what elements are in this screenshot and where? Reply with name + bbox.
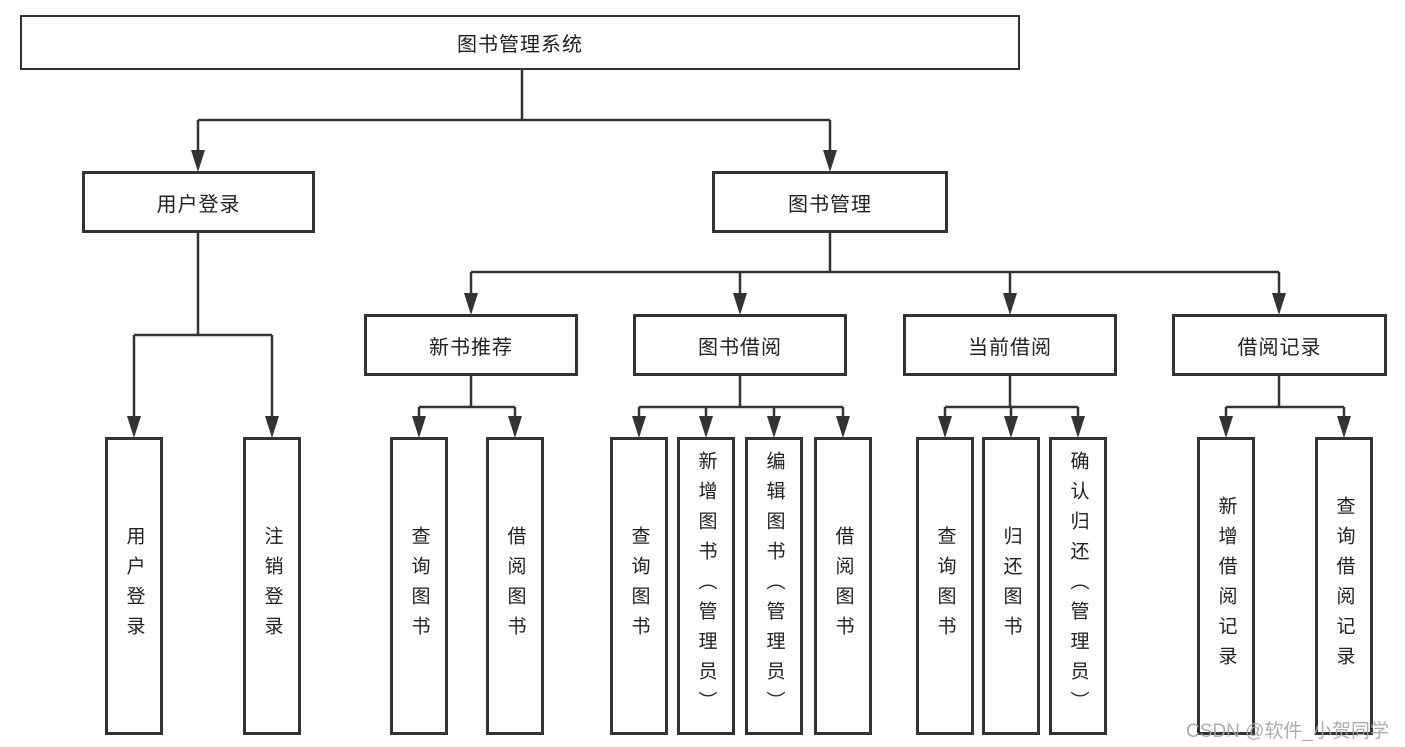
leaf-query-books-3: 查询图书 — [916, 437, 974, 735]
connector-borrowrecords-to-leaves — [1219, 376, 1351, 438]
arrowhead — [1003, 293, 1017, 315]
node-label: 图书借阅 — [698, 336, 782, 359]
node-label: 当前借阅 — [968, 336, 1052, 359]
node-new-book-recommend: 新书推荐 — [364, 314, 578, 376]
arrowhead — [412, 416, 426, 438]
node-book-borrow: 图书借阅 — [633, 314, 847, 376]
connector-root-to-level1 — [191, 70, 837, 172]
leaf-confirm-return-admin: 确认归还（管理员） — [1049, 437, 1107, 735]
node-book-management: 图书管理 — [712, 171, 948, 233]
leaf-label: 查询图书 — [408, 526, 430, 646]
leaf-label: 新增图书（管理员） — [695, 451, 717, 721]
arrowhead — [265, 416, 279, 438]
node-current-borrow: 当前借阅 — [903, 314, 1117, 376]
node-root-system: 图书管理系统 — [20, 15, 1020, 70]
arrowhead — [1004, 416, 1018, 438]
leaf-label: 借阅图书 — [504, 526, 526, 646]
arrowhead — [938, 416, 952, 438]
leaf-add-books-admin: 新增图书（管理员） — [677, 437, 735, 735]
connector-bookmgmt-to-level2 — [464, 233, 1286, 315]
leaf-label: 确认归还（管理员） — [1067, 451, 1089, 721]
arrowhead — [1071, 416, 1085, 438]
leaf-query-books-2: 查询图书 — [610, 437, 668, 735]
leaf-logout: 注销登录 — [243, 437, 301, 735]
arrowhead — [1337, 416, 1351, 438]
leaf-edit-books-admin: 编辑图书（管理员） — [745, 437, 803, 735]
leaf-label: 查询图书 — [628, 526, 650, 646]
leaf-label: 借阅图书 — [832, 526, 854, 646]
leaf-query-books-1: 查询图书 — [390, 437, 448, 735]
arrowhead — [1272, 293, 1286, 315]
connector-bookborrow-to-leaves — [632, 376, 850, 438]
leaf-label: 注销登录 — [261, 526, 283, 646]
arrowhead — [191, 150, 205, 172]
arrowhead — [767, 416, 781, 438]
arrowhead — [508, 416, 522, 438]
arrowhead — [632, 416, 646, 438]
leaf-label: 新增借阅记录 — [1215, 496, 1237, 676]
leaf-label: 查询图书 — [934, 526, 956, 646]
connector-newbooks-to-leaves — [412, 376, 522, 438]
leaf-label: 编辑图书（管理员） — [763, 451, 785, 721]
arrowhead — [464, 293, 478, 315]
arrowhead — [699, 416, 713, 438]
node-label: 用户登录 — [156, 193, 241, 216]
node-label: 借阅记录 — [1237, 336, 1322, 359]
arrowhead — [733, 293, 747, 315]
leaf-label: 查询借阅记录 — [1333, 496, 1355, 676]
leaf-add-borrow-record: 新增借阅记录 — [1197, 437, 1255, 735]
node-borrow-records: 借阅记录 — [1172, 314, 1387, 376]
leaf-return-books: 归还图书 — [982, 437, 1040, 735]
leaf-user-login: 用户登录 — [105, 437, 163, 735]
arrowhead — [127, 416, 141, 438]
node-user-login: 用户登录 — [82, 171, 315, 233]
node-root-label: 图书管理系统 — [457, 34, 583, 56]
leaf-query-borrow-record: 查询借阅记录 — [1315, 437, 1373, 735]
leaf-label: 归还图书 — [1000, 526, 1022, 646]
arrowhead — [836, 416, 850, 438]
connector-userlogin-to-leaves — [127, 233, 279, 438]
leaf-borrow-books-2: 借阅图书 — [814, 437, 872, 735]
csdn-watermark: CSDN @软件_小贺同学 — [1186, 721, 1389, 742]
node-label: 图书管理 — [788, 193, 872, 216]
node-label: 新书推荐 — [429, 336, 513, 359]
leaf-label: 用户登录 — [123, 526, 145, 646]
connector-currentborrow-to-leaves — [938, 376, 1085, 438]
arrowhead — [823, 150, 837, 172]
leaf-borrow-books-1: 借阅图书 — [486, 437, 544, 735]
arrowhead — [1219, 416, 1233, 438]
